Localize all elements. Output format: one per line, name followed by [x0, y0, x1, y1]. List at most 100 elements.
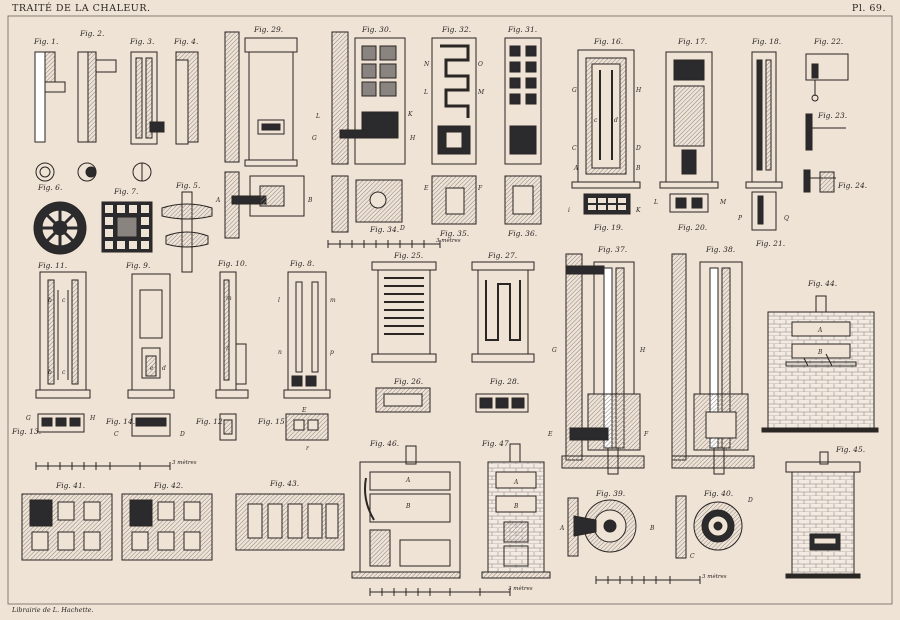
caption-fig-37: Fig. 37. — [597, 245, 627, 254]
scale-label-2: 3 mètres — [172, 459, 197, 466]
letter-C-fig40: C — [690, 553, 695, 560]
fig-23-drawing — [805, 113, 846, 151]
caption-fig-14: Fig. 14. — [105, 417, 135, 426]
letter-N-fig32: N — [423, 61, 430, 68]
fig-38-drawing — [671, 253, 755, 475]
caption-fig-35: Fig. 35. — [439, 229, 469, 238]
caption-fig-44: Fig. 44. — [807, 279, 837, 288]
caption-fig-42: Fig. 42. — [153, 481, 183, 490]
caption-fig-11: Fig. 11. — [37, 261, 67, 270]
fig-44-drawing — [761, 295, 879, 433]
letter-b2-fig11: b — [48, 369, 52, 376]
fig-29-drawing — [224, 31, 305, 239]
letter-n-fig8: n — [278, 349, 282, 356]
letter-H-fig37: H — [639, 347, 646, 354]
letter-m-fig10: m — [226, 295, 232, 302]
fig-30-drawing — [331, 31, 406, 233]
letter-K-fig30: K — [407, 111, 413, 118]
letter-e-fig9: e — [150, 365, 154, 372]
caption-fig-5: Fig. 5. — [175, 181, 200, 190]
letter-E-fig15: E — [301, 407, 307, 414]
letter-c2-fig11: c — [62, 369, 66, 376]
letter-O-fig32: O — [478, 61, 483, 68]
fig-11-drawing — [35, 271, 91, 433]
scale-label-4: 3 mètres — [702, 573, 727, 580]
caption-fig-32: Fig. 32. — [441, 25, 471, 34]
fig-41-drawing — [21, 493, 113, 561]
fig-16-drawing — [571, 49, 641, 215]
letter-G-fig37: G — [552, 347, 557, 354]
scale-bar-2 — [35, 462, 171, 470]
letter-L-fig20: L — [653, 199, 658, 206]
letter-M-fig32: M — [477, 89, 485, 96]
letter-H-fig13: H — [89, 415, 96, 422]
caption-fig-3: Fig. 3. — [129, 37, 154, 46]
letter-P-fig21: P — [737, 215, 743, 222]
letter-E-fig35: E — [423, 185, 429, 192]
letter-b-fig11: b — [48, 297, 52, 304]
letter-F-fig35: F — [477, 185, 483, 192]
caption-fig-25: Fig. 25. — [393, 251, 423, 260]
fig-42-drawing — [121, 493, 213, 561]
fig-7-drawing — [101, 201, 153, 253]
caption-fig-46: Fig. 46. — [369, 439, 399, 448]
letter-A-fig46: A — [405, 477, 411, 484]
fig-31-drawing — [504, 37, 542, 225]
letter-r-fig15: r — [306, 445, 310, 452]
letter-L-fig32: L — [423, 89, 428, 96]
caption-fig-10: Fig. 10. — [217, 259, 247, 268]
letter-D-fig14: D — [179, 431, 185, 438]
letter-H-fig30: H — [409, 135, 416, 142]
letter-n-fig10: n — [226, 345, 230, 352]
book-title: TRAITÉ DE LA CHALEUR. — [12, 3, 151, 14]
caption-fig-2: Fig. 2. — [79, 29, 104, 38]
fig-17-drawing — [659, 51, 719, 213]
letter-G-fig30: G — [312, 135, 317, 142]
caption-fig-34: Fig. 34. — [369, 225, 399, 234]
fig-5-drawing — [161, 191, 213, 273]
fig-46-drawing — [351, 445, 461, 579]
fig-45-drawing — [785, 451, 861, 579]
letter-B-fig29: B — [307, 197, 313, 204]
fig-18-drawing — [745, 51, 783, 231]
letter-d-fig9: d — [162, 365, 166, 372]
caption-fig-28: Fig. 28. — [489, 377, 519, 386]
fig-39-drawing — [567, 497, 637, 557]
letter-p-fig8: p — [330, 349, 334, 356]
letter-A-fig44: A — [817, 327, 823, 334]
letter-c-fig11: c — [62, 297, 66, 304]
letter-D-fig40: D — [747, 497, 753, 504]
letter-F-fig37: F — [643, 431, 649, 438]
caption-fig-18: Fig. 18. — [751, 37, 781, 46]
letter-B-fig16: B — [635, 165, 641, 172]
letter-d-fig16: d — [614, 117, 618, 124]
fig-4-drawing — [175, 51, 199, 145]
letter-A-fig29: A — [215, 197, 221, 204]
caption-fig-31: Fig. 31. — [507, 25, 537, 34]
fig-32-drawing — [431, 37, 477, 225]
caption-fig-24: Fig. 24. — [837, 181, 867, 190]
letter-C-fig16: C — [572, 145, 577, 152]
caption-fig-22: Fig. 22. — [813, 37, 843, 46]
publisher-credit: Librairie de L. Hachette. — [12, 606, 94, 614]
caption-fig-9: Fig. 9. — [125, 261, 150, 270]
letter-C-fig14: C — [114, 431, 119, 438]
fig-2-drawing — [77, 51, 117, 182]
letter-L-fig30: L — [315, 113, 320, 120]
caption-fig-20: Fig. 20. — [677, 223, 707, 232]
caption-fig-15: Fig. 15. — [257, 417, 287, 426]
letter-i-fig19: i — [568, 207, 570, 214]
letter-B-fig46: B — [405, 503, 411, 510]
scale-label-3: 3 mètres — [508, 585, 533, 592]
plate-number: Pl. 69. — [851, 3, 886, 14]
fig-9-drawing — [127, 273, 175, 437]
caption-fig-21: Fig. 21. — [755, 239, 785, 248]
caption-fig-26: Fig. 26. — [393, 377, 423, 386]
caption-fig-36: Fig. 36. — [507, 229, 537, 238]
caption-fig-45: Fig. 45. — [835, 445, 865, 454]
letter-G-fig13: G — [26, 415, 31, 422]
letter-E-fig37: E — [547, 431, 553, 438]
caption-fig-6: Fig. 6. — [37, 183, 62, 192]
caption-fig-17: Fig. 17. — [677, 37, 707, 46]
fig-27-drawing — [471, 261, 535, 413]
